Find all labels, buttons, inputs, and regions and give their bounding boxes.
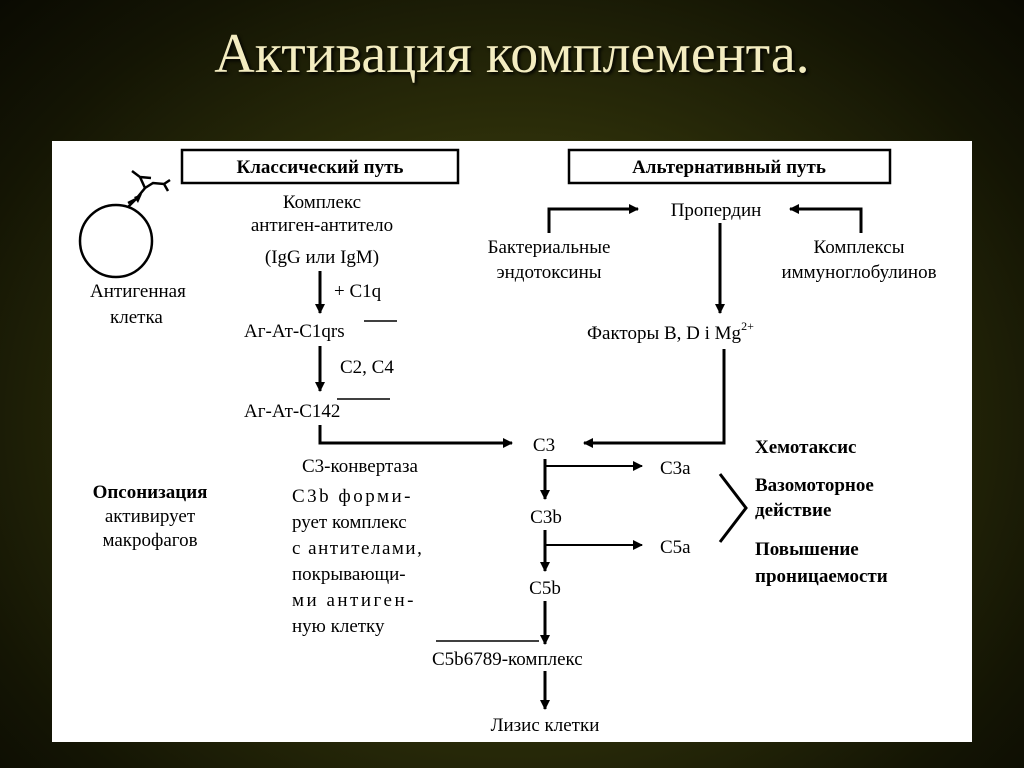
c3b-note-line: C3b форми- bbox=[292, 486, 413, 507]
factors-bd-mg: Факторы B, D i Mg2+ bbox=[587, 319, 754, 344]
c3-convertase: C3-конвертаза bbox=[302, 456, 418, 477]
immunoglobulin-type: (IgG или IgM) bbox=[265, 247, 379, 268]
c3: C3 bbox=[533, 435, 555, 456]
ag-at-c142: Аг-Ат-C142 bbox=[244, 401, 340, 422]
alternative-path-header: Альтернативный путь bbox=[632, 157, 826, 178]
opsonization-label: макрофагов bbox=[102, 530, 197, 551]
c5a: C5a bbox=[660, 537, 691, 558]
c2-c4-label: C2, C4 bbox=[340, 357, 394, 378]
c3b-note-line: ную клетку bbox=[292, 616, 385, 637]
arrow-classical-to-c3 bbox=[318, 425, 513, 448]
effect-vasomotor: действие bbox=[755, 500, 831, 521]
effect-permeability: проницаемости bbox=[755, 566, 888, 587]
c3b-note-line: покрывающи- bbox=[292, 564, 406, 585]
c3a: C3a bbox=[660, 458, 691, 479]
complement-activation-diagram: Антигенная клетка Классический путь Альт… bbox=[78, 148, 937, 736]
plus-c1q-label: + C1q bbox=[334, 281, 382, 302]
c3b-note-line: рует комплекс bbox=[292, 512, 407, 533]
slide-title: Активация комплемента. bbox=[214, 23, 810, 85]
alternative-path-header-box bbox=[567, 148, 892, 185]
antigen-cell-icon bbox=[78, 170, 171, 279]
cell-lysis: Лизис клетки bbox=[491, 715, 600, 736]
c3b: C3b bbox=[530, 507, 562, 528]
arrow-alternative-to-c3 bbox=[583, 349, 726, 448]
c3b-note: C3b форми- рует комплекс с антителами, п… bbox=[292, 486, 423, 637]
classical-path-header: Классический путь bbox=[237, 157, 404, 178]
immunoglobulin-complexes: Комплексы bbox=[814, 237, 905, 258]
effect-chemotaxis: Хемотаксис bbox=[755, 437, 856, 458]
ag-at-c1qrs: Аг-Ат-C1qrs bbox=[244, 321, 345, 342]
arrow-endotoxins-to-properdin bbox=[547, 204, 639, 233]
immunoglobulin-complexes: иммуноглобулинов bbox=[781, 262, 936, 283]
diagram-panel: Антигенная клетка Классический путь Альт… bbox=[52, 141, 972, 742]
c3b-note-line: ми антиген- bbox=[292, 590, 416, 611]
bacterial-endotoxins: эндотоксины bbox=[496, 262, 601, 283]
c5b: C5b bbox=[529, 578, 561, 599]
effects-brace bbox=[718, 473, 748, 543]
arrow-complexes-to-properdin bbox=[789, 204, 863, 233]
antigen-antibody-complex: Комплекс bbox=[283, 192, 361, 213]
c3b-note-line: с антителами, bbox=[292, 538, 423, 559]
antigen-antibody-complex: антиген-антитело bbox=[251, 215, 393, 236]
properdin: Пропердин bbox=[671, 200, 762, 221]
opsonization-label: Опсонизация bbox=[93, 482, 208, 503]
effect-vasomotor: Вазомоторное bbox=[755, 475, 874, 496]
effect-permeability: Повышение bbox=[755, 539, 859, 560]
bacterial-endotoxins: Бактериальные bbox=[488, 237, 611, 258]
classical-path-header-box bbox=[180, 148, 460, 185]
antigen-cell-label: Антигенная bbox=[90, 281, 186, 302]
opsonization-label: активирует bbox=[105, 506, 196, 527]
antigen-cell-label: клетка bbox=[110, 307, 163, 328]
membrane-attack-complex: C5b6789-комплекс bbox=[432, 649, 583, 670]
